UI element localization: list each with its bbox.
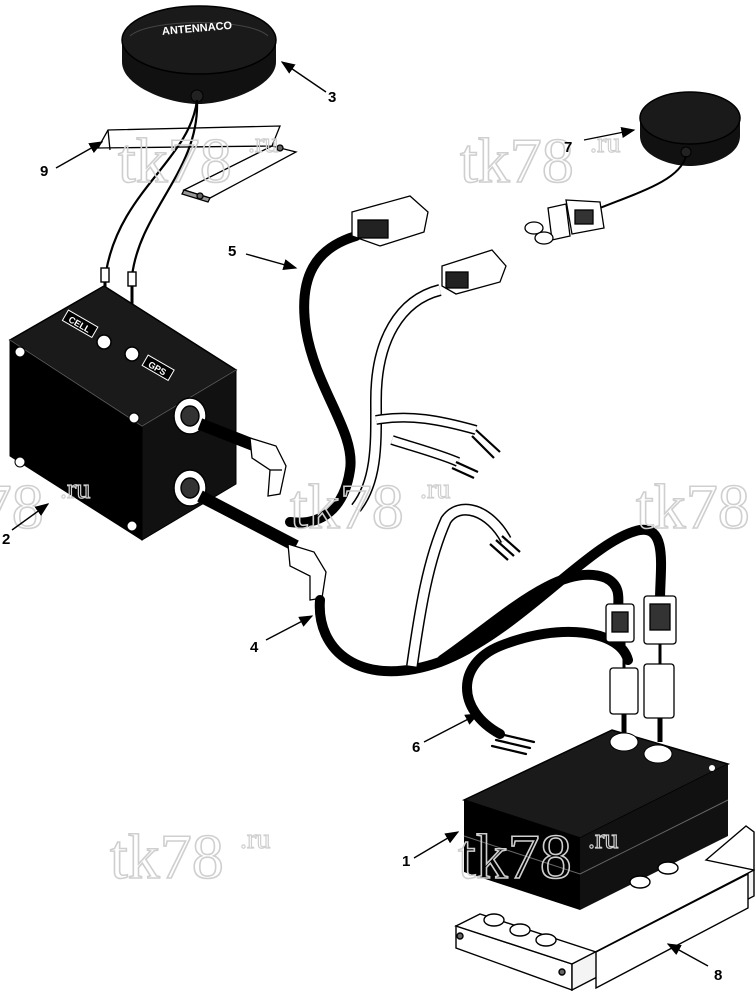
- harness-4: [314, 524, 667, 677]
- connector-harness-5-top: [351, 195, 429, 247]
- callout-4: 4: [250, 639, 259, 656]
- watermark-sup: .ru: [240, 824, 270, 855]
- watermark-text: tk78: [636, 471, 750, 542]
- watermark-sup: .ru: [590, 128, 620, 159]
- callout-7: 7: [564, 139, 572, 156]
- harness-4-white: [406, 503, 521, 667]
- watermark-text: tk78: [118, 125, 232, 196]
- antenna-7: [639, 91, 741, 166]
- antenna-3: ANTENNACO: [121, 5, 277, 104]
- callout-1: 1: [402, 853, 410, 870]
- elbow-connector-lower: [287, 543, 327, 601]
- callout-8: 8: [714, 967, 722, 984]
- harness-5: [285, 231, 361, 528]
- harness-5-white: [351, 284, 501, 512]
- control-box-2: CELL GPS: [8, 285, 238, 541]
- watermark-text: tk78: [290, 471, 404, 542]
- controller-1: [461, 729, 731, 910]
- elbow-connector-upper: [249, 437, 287, 497]
- callout-2: 2: [2, 531, 10, 548]
- antenna-7-cable: [599, 155, 687, 209]
- connector-antenna-7: [524, 199, 605, 245]
- watermark-sup: .ru: [420, 474, 450, 505]
- callout-5: 5: [228, 243, 236, 260]
- bracket-9: [96, 125, 298, 203]
- watermarks: tk78 .ru tk78 .ru tk78 .ru tk78 .ru tk78…: [0, 124, 751, 893]
- callout-3: 3: [328, 89, 336, 106]
- watermark-text: tk78: [460, 125, 574, 196]
- watermark-sup: .ru: [60, 474, 90, 505]
- callout-9: 9: [40, 163, 48, 180]
- harness-4-branch: [437, 569, 624, 665]
- mounting-bracket-8: [454, 825, 755, 992]
- box-harness: [197, 418, 299, 552]
- box-glands: [173, 397, 207, 507]
- callout-6: 6: [412, 739, 420, 756]
- watermark-sup: .ru: [248, 128, 278, 159]
- connector-harness-5-mid: [441, 249, 507, 295]
- callout-labels: 3 9 7 5 2 4 6 1 8: [2, 89, 722, 984]
- watermark-sup: .ru: [588, 824, 618, 855]
- connectors-controller: [605, 595, 677, 742]
- callout-arrows: [11, 61, 709, 967]
- watermark-text: tk78: [458, 821, 572, 892]
- watermark-text: tk78: [110, 821, 224, 892]
